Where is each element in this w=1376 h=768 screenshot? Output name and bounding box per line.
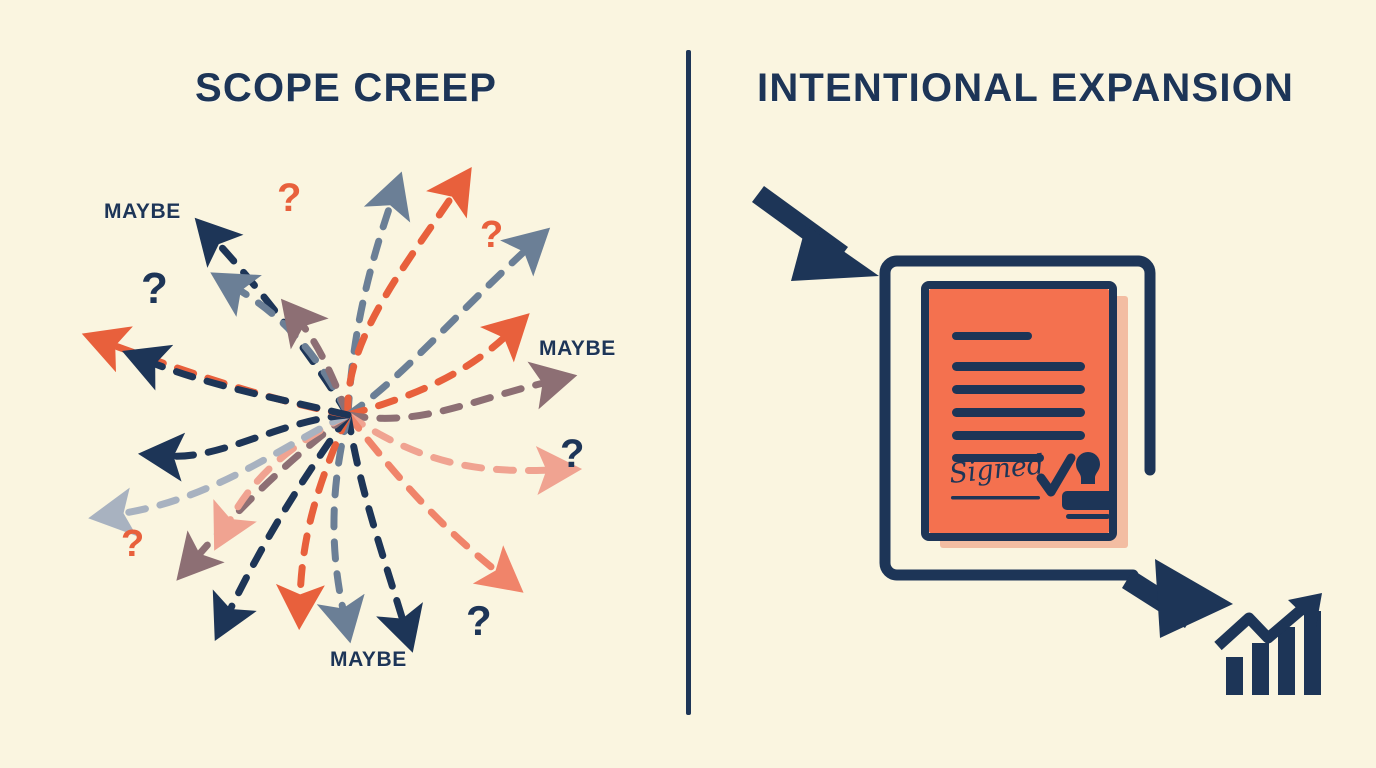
inbound-arrow-icon — [752, 186, 879, 281]
dashed-arrow — [275, 411, 352, 631]
dashed-arrow — [176, 411, 352, 581]
dashed-arrow — [344, 313, 530, 419]
dashed-arrow — [344, 361, 578, 422]
dashed-arrow — [344, 411, 524, 593]
dashed-arrow — [212, 411, 352, 642]
dashed-arrow — [213, 411, 352, 551]
outbound-arrow-icon — [1122, 559, 1233, 638]
chart-trend-arrow — [1214, 593, 1322, 651]
maybe-label: MAYBE — [539, 337, 616, 360]
dashed-arrow — [344, 167, 472, 419]
dashed-arrow — [344, 171, 411, 419]
dashed-arrow — [137, 411, 352, 482]
page-title-intentional-expansion: INTENTIONAL EXPANSION — [757, 66, 1295, 110]
document-page-border — [921, 281, 1117, 541]
question-mark-icon: ? — [560, 432, 585, 476]
document-frame — [879, 255, 1156, 581]
dashed-arrow — [121, 344, 352, 419]
question-mark-icon: ? — [480, 214, 504, 256]
dashed-arrow — [194, 217, 352, 419]
question-mark-icon: ? — [121, 523, 145, 565]
document-body-lines — [952, 332, 1085, 462]
dashed-arrow — [88, 411, 352, 537]
panel-divider — [686, 50, 691, 715]
signature-underline — [951, 496, 1040, 500]
dashed-arrow — [344, 227, 551, 419]
dashed-arrow — [344, 411, 423, 653]
dashed-arrow-group — [81, 167, 583, 653]
dashed-arrow — [280, 298, 352, 419]
document-page — [929, 289, 1109, 533]
dashed-arrow — [344, 411, 583, 495]
maybe-label: MAYBE — [104, 200, 181, 223]
document-page-shadow — [940, 296, 1128, 548]
signature-text: Signed — [947, 449, 1046, 490]
growth-chart — [1214, 593, 1322, 695]
dashed-arrow — [316, 411, 365, 644]
question-mark-icon: ? — [141, 264, 168, 313]
page-title-scope-creep: SCOPE CREEP — [195, 66, 498, 110]
rubber-stamp-icon — [1062, 452, 1114, 519]
question-mark-icon: ? — [466, 597, 492, 644]
dashed-arrow — [210, 272, 352, 419]
dashed-arrow — [81, 326, 352, 419]
checkmark-icon — [1036, 453, 1076, 497]
question-mark-icon: ? — [277, 176, 302, 220]
maybe-label: MAYBE — [330, 648, 407, 671]
chart-bars — [1226, 611, 1321, 695]
